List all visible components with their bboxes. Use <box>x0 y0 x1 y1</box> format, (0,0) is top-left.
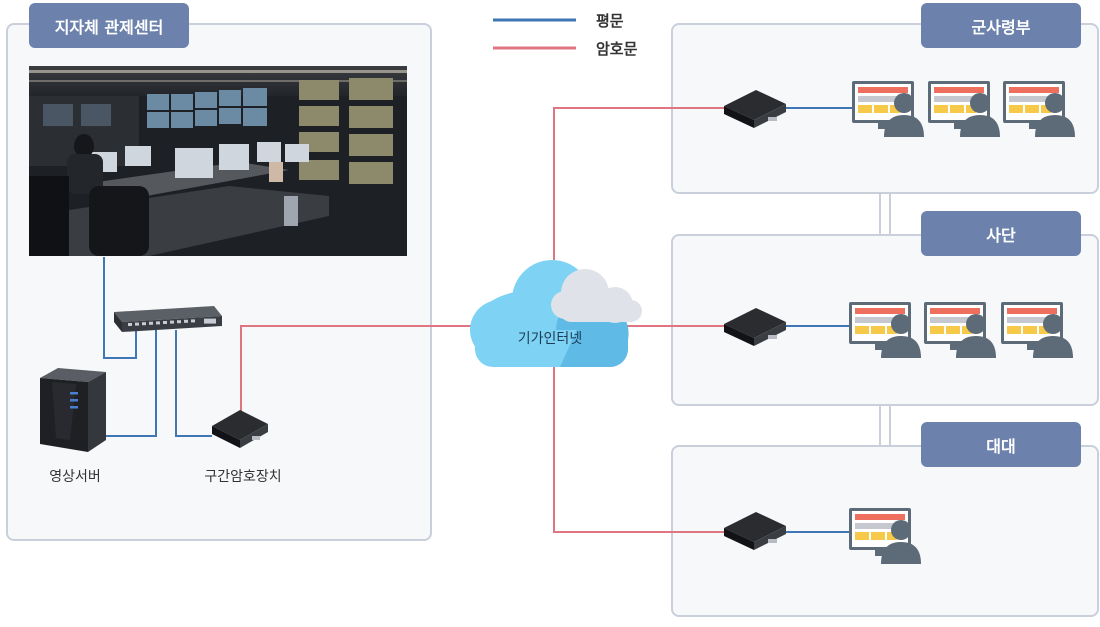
operator-terminal-icon <box>924 302 996 358</box>
control-center-title: 지자체 관제센터 <box>29 3 189 48</box>
link-cloud-army <box>553 107 724 260</box>
encryptor-icon-control-center <box>212 410 268 448</box>
site-title-army-command: 군사령부 <box>921 3 1081 48</box>
internet-cloud-icon <box>470 260 642 367</box>
operator-terminal-icon <box>1001 302 1073 358</box>
link-cloud-battalion <box>553 365 724 533</box>
encryptor-label: 구간암호장치 <box>204 469 282 485</box>
panel-connectors <box>879 194 891 445</box>
link-encryptor-cloud <box>240 325 478 418</box>
legend-encrypted-label: 암호문 <box>596 40 638 58</box>
legend-plain-label: 평문 <box>596 12 624 30</box>
encryptor-icon-battalion <box>724 512 786 550</box>
operator-terminal-icon <box>852 81 924 137</box>
encryptor-icon-division <box>724 308 786 346</box>
cloud-label: 기가인터넷 <box>517 331 583 347</box>
site-title-division: 사단 <box>921 211 1081 256</box>
operator-terminal-icon <box>849 302 921 358</box>
encryptor-icon-army-command <box>724 90 786 128</box>
video-server-icon <box>40 368 106 452</box>
operator-terminal-icon <box>1003 81 1075 137</box>
link-photo-switch <box>103 257 137 359</box>
site-title-battalion: 대대 <box>921 422 1081 467</box>
network-switch-icon <box>114 306 222 332</box>
plain-links <box>103 107 852 533</box>
link-switch-server <box>105 330 157 437</box>
encrypted-links <box>240 107 724 533</box>
control-room-photo <box>29 66 407 256</box>
operator-terminal-icon <box>849 508 921 564</box>
operator-terminal-icon <box>928 81 1000 137</box>
video-server-label: 영상서버 <box>49 469 101 485</box>
link-switch-encryptor <box>175 330 212 437</box>
